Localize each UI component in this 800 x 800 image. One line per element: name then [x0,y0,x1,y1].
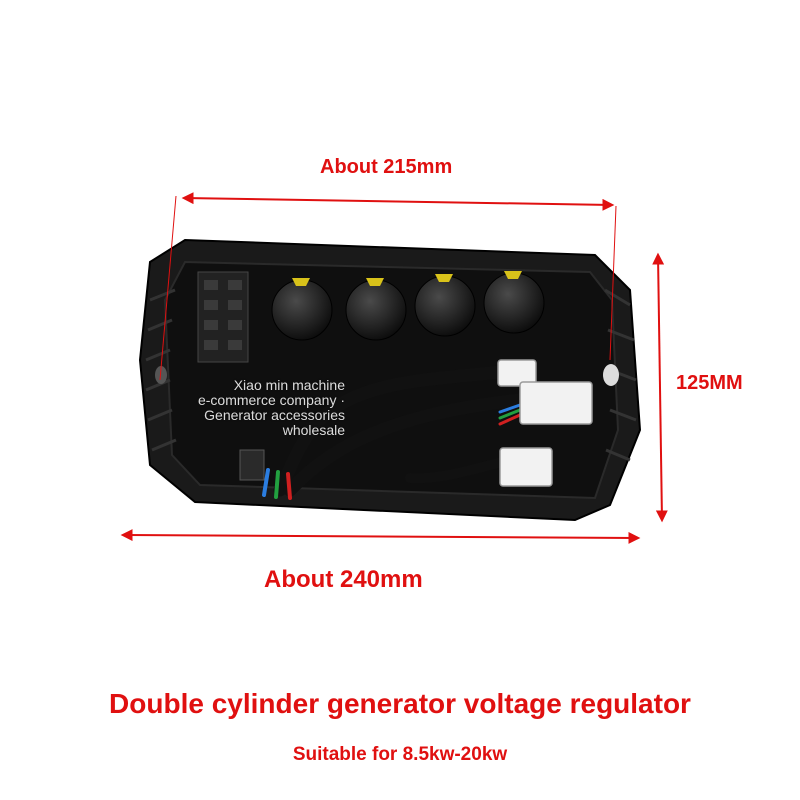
watermark-line: Generator accessories [204,407,345,423]
watermark: Xiao min machine e-commerce company · Ge… [140,378,345,438]
caption-title: Double cylinder generator voltage regula… [109,688,691,719]
height-label: 125MM [676,372,743,394]
white-connectors [497,359,593,487]
caption-subtitle: Suitable for 8.5kw-20kw [292,744,508,765]
bottom-width-label: About 240mm [264,566,423,593]
wiring-cables [262,365,547,500]
top-width-label: About 215mm [320,156,453,178]
dimension-arrows [120,192,668,544]
watermark-line: wholesale [282,422,345,438]
potentiometer-knobs [271,271,545,341]
watermark-line: e-commerce company · [197,392,345,408]
watermark-line: Xiao min machine [233,377,345,393]
